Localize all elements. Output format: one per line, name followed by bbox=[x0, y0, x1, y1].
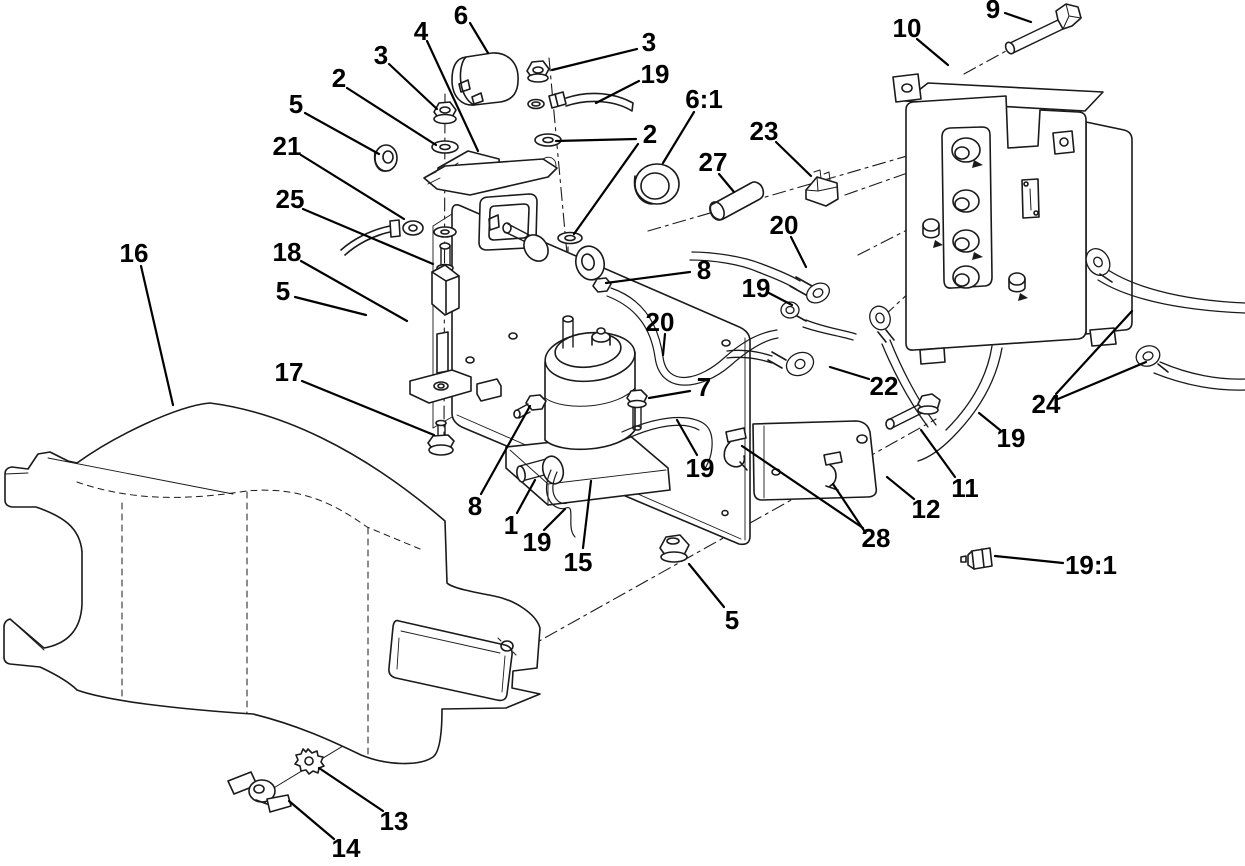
assembly-arrows bbox=[933, 160, 1028, 301]
wire-harness bbox=[565, 92, 634, 112]
leader-line-7 bbox=[647, 389, 692, 400]
leader-line-16 bbox=[139, 264, 175, 407]
leader-line-20 bbox=[661, 332, 667, 357]
plug-connector-part bbox=[805, 169, 839, 207]
leader-line-28 bbox=[831, 482, 867, 534]
leader-line-18 bbox=[299, 259, 409, 323]
grommet-part bbox=[373, 144, 398, 172]
leader-line-15 bbox=[581, 479, 593, 550]
leader-line-9 bbox=[1003, 11, 1033, 24]
leader-line-11 bbox=[919, 428, 957, 479]
leader-line-5 bbox=[687, 562, 726, 609]
flange-nut-part bbox=[659, 534, 690, 563]
battery-cable bbox=[726, 349, 815, 377]
leader-line-8 bbox=[479, 404, 532, 496]
leader-line-27 bbox=[717, 172, 736, 194]
hex-nut-part bbox=[626, 389, 648, 431]
fuse-holder-part bbox=[423, 156, 558, 196]
wing-nut-part bbox=[227, 771, 292, 813]
mounting-bracket-part bbox=[409, 331, 502, 404]
leader-line-19 bbox=[542, 507, 567, 532]
support-bracket-part bbox=[752, 420, 878, 501]
leader-line-14 bbox=[287, 799, 336, 841]
leader-line-5 bbox=[293, 295, 368, 317]
leader-line-24 bbox=[1056, 360, 1148, 401]
battery-cable bbox=[917, 345, 1003, 462]
leader-line-22 bbox=[828, 365, 871, 381]
solenoid-part bbox=[505, 315, 671, 506]
leader-line-21 bbox=[299, 153, 406, 221]
battery-cable bbox=[1085, 248, 1245, 314]
leader-line-2 bbox=[572, 142, 640, 236]
terminal-posts bbox=[951, 137, 981, 289]
wire-clamp-fitting bbox=[548, 91, 567, 109]
hex-bolt-part bbox=[885, 393, 941, 430]
leader-line-6:1 bbox=[661, 110, 696, 165]
leader-line-25 bbox=[301, 207, 435, 266]
ring-terminal-nut bbox=[574, 245, 612, 293]
leader-line-19 bbox=[675, 418, 699, 457]
flange-nut-part bbox=[433, 101, 457, 125]
grommet-ring-part bbox=[633, 163, 680, 205]
terminal-connector-part bbox=[960, 547, 993, 570]
rubber-caps bbox=[922, 218, 1026, 293]
leader-line-3 bbox=[550, 47, 639, 72]
canister-part bbox=[451, 52, 519, 106]
leader-line-13 bbox=[317, 766, 385, 813]
solenoid-wires bbox=[545, 287, 779, 538]
leader-line-1 bbox=[515, 478, 537, 515]
ring-terminal-wire bbox=[780, 301, 857, 341]
leader-line-5 bbox=[303, 111, 381, 156]
leader-line-20 bbox=[789, 235, 808, 269]
leader-line-19 bbox=[977, 411, 1002, 432]
leader-line-3 bbox=[387, 62, 439, 111]
washer-part bbox=[431, 140, 459, 154]
battery-cable bbox=[689, 251, 830, 304]
cable-clip-part bbox=[723, 427, 748, 471]
leader-line-6 bbox=[468, 21, 490, 55]
leader-line-28 bbox=[740, 444, 865, 530]
leader-line-23 bbox=[774, 140, 813, 178]
leader-line-19 bbox=[765, 290, 794, 307]
hex-bolt-part bbox=[427, 419, 455, 456]
leader-line-8 bbox=[604, 270, 692, 285]
leader-line-2 bbox=[554, 137, 638, 143]
ring-terminal-wire bbox=[869, 305, 937, 428]
long-bolt-part bbox=[1004, 3, 1082, 55]
leader-line-24 bbox=[1054, 309, 1134, 396]
star-washer-part bbox=[294, 748, 325, 775]
leader-line-19 bbox=[594, 79, 641, 105]
leader-line-19:1 bbox=[993, 554, 1065, 565]
washer-part bbox=[557, 231, 583, 245]
hex-standoff-part bbox=[431, 242, 460, 316]
cover-pocket bbox=[388, 619, 517, 702]
leader-line-17 bbox=[300, 379, 436, 437]
spacer-part bbox=[709, 181, 765, 221]
ring-terminal-wire bbox=[340, 219, 457, 256]
control-box-part bbox=[892, 73, 1133, 365]
leader-lines bbox=[139, 11, 1148, 841]
leader-line-4 bbox=[425, 39, 480, 153]
flange-nut-part bbox=[526, 60, 550, 83]
leader-line-10 bbox=[915, 37, 950, 67]
leader-line-12 bbox=[885, 475, 916, 501]
carriage-bolt-part bbox=[502, 222, 549, 262]
lock-washer-part bbox=[527, 98, 545, 110]
battery-cable bbox=[1135, 345, 1245, 391]
leader-line-2 bbox=[345, 86, 438, 147]
cover-part bbox=[3, 402, 541, 765]
